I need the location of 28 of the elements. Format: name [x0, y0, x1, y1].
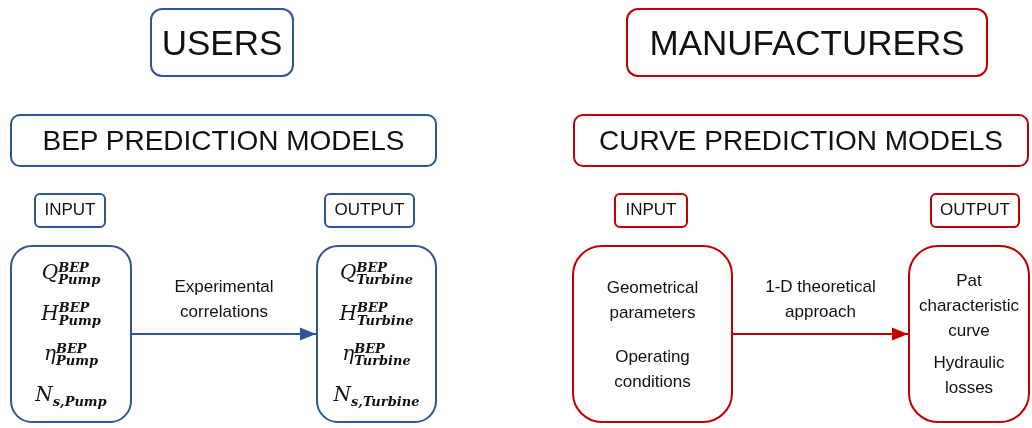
item-text: Pat characteristic curve [917, 270, 1021, 343]
arrow [131, 327, 317, 341]
math-symbol: N$_{s,Pump}$ [35, 381, 107, 408]
tag-box [34, 193, 106, 228]
tag-box [614, 193, 688, 228]
box-label: INPUT [625, 200, 677, 221]
model-header-box [10, 114, 437, 167]
box-label: OUTPUT [940, 200, 1010, 221]
group-title-box [626, 8, 988, 77]
box-label: OUTPUT [334, 200, 405, 221]
model-header-box [573, 114, 1029, 167]
item-text: Operating conditions [613, 345, 692, 393]
content-box [908, 245, 1030, 423]
item-text: Geometrical parameters [605, 276, 700, 324]
item-text: Hydraulic losses [932, 351, 1006, 399]
content-box [10, 245, 132, 423]
tag-box [324, 193, 415, 228]
content-box [572, 245, 733, 423]
box-label: CURVE PREDICTION MODELS [599, 123, 1003, 158]
box-label: USERS [161, 21, 283, 64]
tag-box [930, 193, 1020, 228]
content-box [316, 245, 437, 423]
arrow [732, 327, 909, 341]
box-label: MANUFACTURERS [649, 21, 965, 64]
group-title-box [150, 8, 294, 77]
box-label: BEP PREDICTION MODELS [42, 123, 405, 158]
box-label: INPUT [44, 200, 96, 221]
math-symbol: N$_{s,Turbine}$ [333, 381, 420, 408]
